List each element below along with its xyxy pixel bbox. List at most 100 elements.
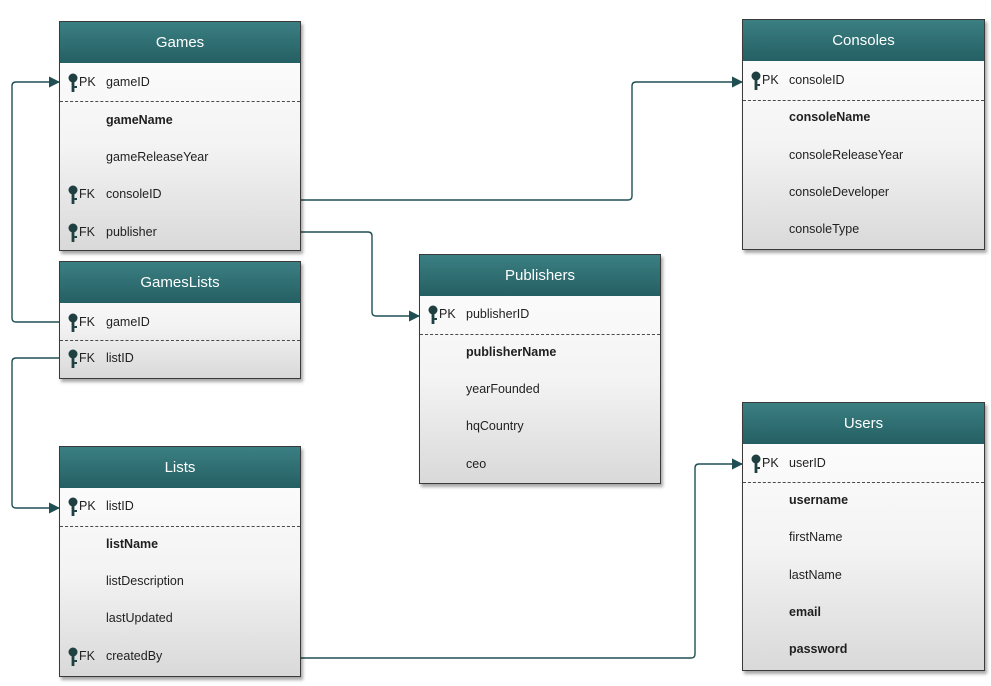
attribute-row: FK listID [60,349,300,369]
attribute-row: FK createdBy [60,647,300,667]
entity-publishers[interactable]: Publishers PK publisherID publisherName … [419,254,661,484]
attribute-row: consoleType [743,220,984,240]
key-icon [68,647,78,666]
key-type: PK [79,75,96,89]
key-type: PK [762,73,779,87]
attribute-name: lastName [789,568,842,582]
attribute-name: gameName [106,113,173,127]
entity-gameslists[interactable]: GamesLists FK gameID FK listID [59,261,301,379]
attribute-row: consoleDeveloper [743,183,984,203]
attribute-name: lastUpdated [106,611,173,625]
rel-gameslists-games [11,76,61,323]
entity-title: GamesLists [60,262,300,303]
attribute-name: email [789,605,821,619]
attribute-row: lastName [743,566,984,586]
attribute-name: yearFounded [466,382,540,396]
key-type: FK [79,649,95,663]
rel-gameslists-lists [11,357,61,514]
attribute-row: password [743,640,984,660]
key-type: PK [762,456,779,470]
attribute-name: consoleDeveloper [789,185,890,199]
attribute-name: ceo [466,457,487,471]
attribute-row: gameReleaseYear [60,148,300,168]
entity-title: Games [60,22,300,63]
attribute-row: consoleName [743,108,984,128]
entity-title: Publishers [420,255,660,296]
key-icon [751,71,761,90]
attribute-row: FK consoleID [60,185,300,205]
attribute-name: createdBy [106,649,163,663]
entity-users[interactable]: Users PK userID username firstName lastN… [742,402,985,671]
key-icon [751,454,761,473]
key-icon [68,313,78,332]
attribute-name: consoleID [106,187,162,201]
entity-consoles[interactable]: Consoles PK consoleID consoleName consol… [742,19,985,250]
rel-games-publishers [300,231,421,322]
attribute-name: publisherName [466,345,557,359]
attribute-name: consoleName [789,110,871,124]
attribute-row: PK publisherID [420,305,660,325]
attribute-row: ceo [420,455,660,475]
attribute-row: firstName [743,528,984,548]
key-separator [60,526,300,527]
attribute-name: userID [789,456,826,470]
attribute-name: listID [106,499,134,513]
attribute-name: gameID [106,315,150,329]
attribute-row: email [743,603,984,623]
key-icon [68,185,78,204]
attribute-row: gameName [60,111,300,131]
entity-title: Users [743,403,984,444]
attribute-name: username [789,493,849,507]
attribute-row: lastUpdated [60,609,300,629]
key-type: PK [439,307,456,321]
rel-lists-users [300,458,744,659]
attribute-row: consoleReleaseYear [743,146,984,166]
key-separator [743,100,984,101]
attribute-name: consoleType [789,222,860,236]
attribute-row: listName [60,535,300,555]
attribute-row: PK consoleID [743,71,984,91]
attribute-row: publisherName [420,343,660,363]
attribute-name: gameReleaseYear [106,150,209,164]
attribute-row: PK listID [60,497,300,517]
entity-lists[interactable]: Lists PK listID listName listDescription… [59,446,301,677]
key-type: FK [79,225,95,239]
attribute-name: listName [106,537,159,551]
entity-games[interactable]: Games PK gameID gameName gameReleaseYear… [59,21,301,251]
rel-games-consoles [300,76,744,201]
key-icon [428,305,438,324]
entity-title: Consoles [743,20,984,61]
key-separator [60,101,300,102]
key-type: FK [79,187,95,201]
attribute-row: PK userID [743,454,984,474]
attribute-row: FK gameID [60,313,300,333]
attribute-name: firstName [789,530,843,544]
key-type: FK [79,315,95,329]
key-type: FK [79,351,95,365]
attribute-name: hqCountry [466,419,524,433]
key-icon [68,223,78,242]
key-separator [420,334,660,335]
attribute-name: consoleReleaseYear [789,148,904,162]
key-separator [60,340,300,341]
attribute-name: listDescription [106,574,184,588]
entity-title: Lists [60,447,300,488]
attribute-name: publisher [106,225,157,239]
attribute-row: PK gameID [60,73,300,93]
attribute-row: FK publisher [60,223,300,243]
key-icon [68,349,78,368]
attribute-name: listID [106,351,134,365]
attribute-name: publisherID [466,307,530,321]
key-icon [68,73,78,92]
key-separator [743,482,984,483]
attribute-row: username [743,491,984,511]
attribute-name: password [789,642,848,656]
attribute-name: consoleID [789,73,845,87]
key-type: PK [79,499,96,513]
key-icon [68,497,78,516]
attribute-row: hqCountry [420,417,660,437]
attribute-row: yearFounded [420,380,660,400]
attribute-name: gameID [106,75,150,89]
attribute-row: listDescription [60,572,300,592]
